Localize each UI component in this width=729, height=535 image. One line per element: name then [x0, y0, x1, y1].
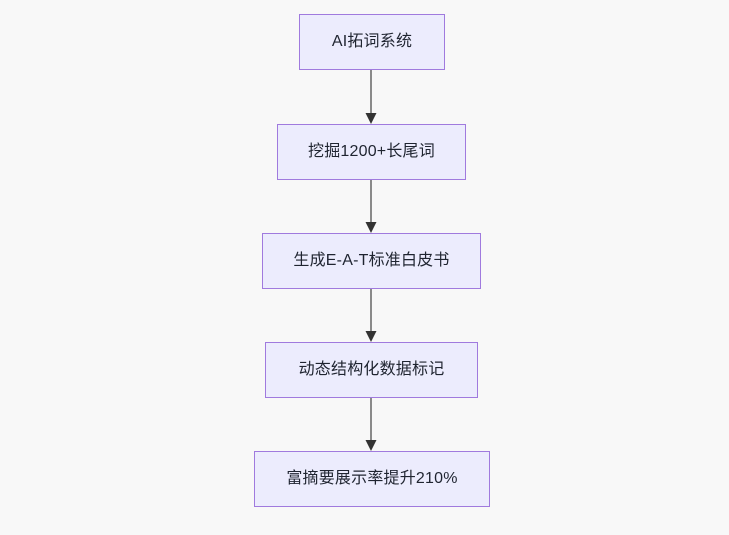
edge-node2-node3 — [365, 180, 377, 233]
flowchart-node-rich-snippet-rate-increase[interactable]: 富摘要展示率提升210% — [254, 451, 490, 507]
edge-node4-node5 — [365, 398, 377, 451]
edge-node3-node4 — [365, 289, 377, 342]
flowchart-node-generate-eat-whitepaper[interactable]: 生成E-A-T标准白皮书 — [262, 233, 481, 289]
node-label: 富摘要展示率提升210% — [286, 470, 458, 487]
edge-node1-node2 — [365, 70, 377, 124]
flowchart-node-dynamic-structured-data-markup[interactable]: 动态结构化数据标记 — [265, 342, 478, 398]
node-label: 动态结构化数据标记 — [298, 361, 445, 378]
flowchart-node-mine-longtail-keywords[interactable]: 挖掘1200+长尾词 — [277, 124, 466, 180]
node-label: AI拓词系统 — [331, 33, 413, 50]
node-label: 生成E-A-T标准白皮书 — [293, 252, 450, 269]
node-label: 挖掘1200+长尾词 — [308, 143, 435, 160]
flowchart-node-ai-keyword-system[interactable]: AI拓词系统 — [299, 14, 445, 70]
